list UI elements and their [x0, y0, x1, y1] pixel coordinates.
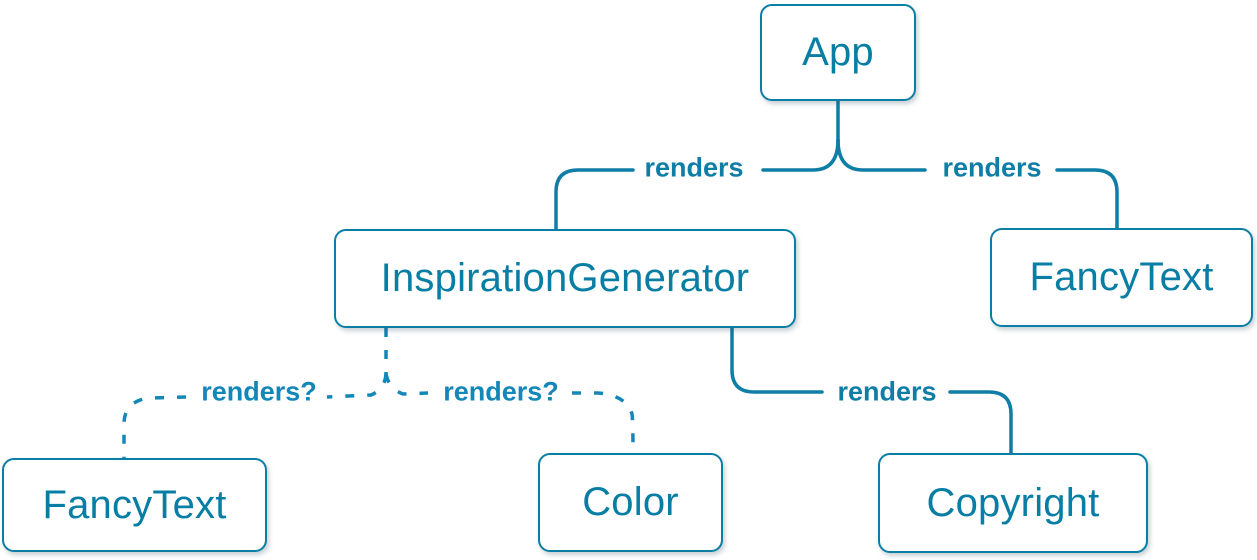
edge-app-to-fancytext-upper — [836, 138, 927, 172]
edge-inspirationgenerator-to-fancytext-upper — [326, 373, 388, 399]
node-color: Color — [538, 453, 723, 552]
edge-inspirationgenerator-to-fancytext-lower — [122, 395, 187, 458]
edge-inspirationgenerator-to-copyright-lower — [948, 390, 1013, 455]
node-copyright: Copyright — [878, 453, 1148, 553]
edge-app-to-inspirationgenerator-lower — [554, 168, 635, 231]
edge-inspirationgenerator-to-copyright-upper — [730, 326, 824, 394]
node-fancy-text-bottom: FancyText — [2, 458, 267, 552]
edge-label-inspirationgenerator-copyright: renders — [837, 376, 937, 407]
edge-app-to-inspirationgenerator-upper — [761, 138, 840, 172]
edge-label-inspirationgenerator-fancytext: renders? — [201, 376, 317, 407]
edge-label-app-fancytext: renders — [942, 152, 1042, 183]
edge-app-to-fancytext-lower — [1055, 168, 1119, 230]
node-fancy-text-top: FancyText — [990, 228, 1253, 327]
node-inspiration-generator: InspirationGenerator — [334, 229, 796, 328]
node-app: App — [760, 4, 916, 101]
edge-inspirationgenerator-to-color-lower — [572, 391, 635, 453]
edge-label-inspirationgenerator-color: renders? — [443, 376, 559, 407]
edge-inspirationgenerator-to-color-upper — [384, 373, 429, 396]
edge-label-app-inspirationgenerator: renders — [644, 152, 744, 183]
